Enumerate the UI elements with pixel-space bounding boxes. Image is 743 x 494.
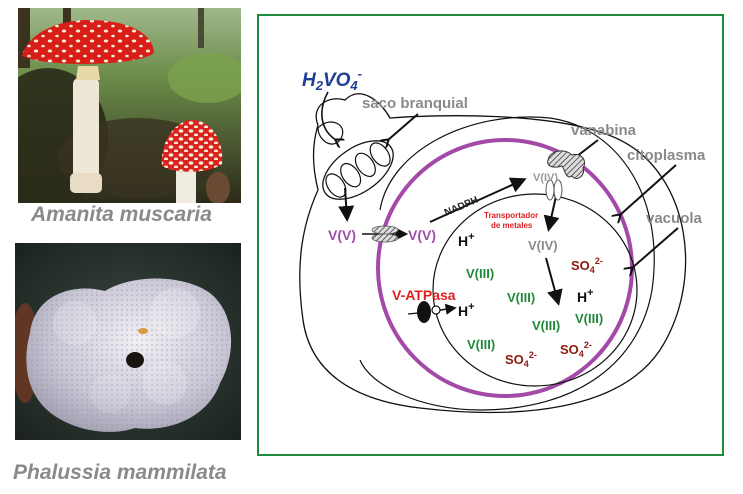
nadph-label: NADPH [443,195,480,219]
sulfate-ion: SO42- [571,256,603,275]
svg-text:SO42-: SO42- [571,256,603,275]
h2vo4-formula: H2VO4- [302,66,362,93]
v-atpasa-rotor-icon [431,305,441,315]
h-plus-ion: H+ [458,231,475,249]
phalussia-caption: Phalussia mammilata [13,461,227,484]
citoplasma-label: citoplasma [627,147,706,164]
svg-text:SO42-: SO42- [560,340,592,359]
amanita-caption: Amanita muscaria [31,203,212,226]
h-plus-ion: H+ [458,301,475,319]
v3-label: V(III) [532,318,560,333]
sulfate-ion: SO42- [505,350,537,369]
v4-to-v3-arrow [545,257,563,306]
svg-text:SO42-: SO42- [505,350,537,369]
transportador-label-line1: Transportador [484,211,538,220]
sulfate-ion: SO42- [560,340,592,359]
v5-inner-label: V(V) [408,227,436,243]
diagram-frame [257,14,724,456]
nadph-arrow [429,177,527,223]
v4-mid-label: V(IV) [528,238,558,253]
saco-branquial-arrow [388,113,419,140]
metal-transporter-icon [545,179,563,201]
phalussia-photo [15,243,241,440]
v3-label: V(III) [466,266,494,281]
vacuola-label: vacuola [646,210,703,227]
v-atpasa-pump-icon [417,301,431,323]
amanita-photo [18,8,241,203]
vanabina-protein-icon [547,150,586,179]
formula-arrow [321,91,336,140]
v-atpasa-stalk [407,312,419,315]
svg-text:H+: H+ [458,301,475,319]
vv-channel-icon [371,225,399,243]
phalussia-illustration [15,243,241,440]
svg-text:H+: H+ [458,231,475,249]
gill-sac-loop [317,121,344,145]
gill-to-v5-arrow [338,187,355,222]
transportador-label-line2: de metales [491,221,533,230]
v-atpasa-label: V-ATPasa [392,287,456,303]
h-plus-ion: H+ [577,287,594,305]
cell-outer-membrane [299,93,687,414]
v5-outer-label: V(V) [328,227,356,243]
vacuola-pointer-arrow [632,227,679,268]
vanabina-label: vanabina [571,122,637,139]
vacuole-membrane [432,193,638,387]
v3-label: V(III) [467,337,495,352]
gill-sac [322,140,394,200]
v3-label: V(III) [507,290,535,305]
svg-text:H+: H+ [577,287,594,305]
v3-label: V(III) [575,311,603,326]
citoplasma-arrow [620,164,677,215]
v4-top-label: V(IV) [533,172,558,184]
cytoplasm-boundary [359,116,655,411]
amanita-illustration [18,8,241,203]
saco-branquial-label: saco branquial [362,95,468,112]
